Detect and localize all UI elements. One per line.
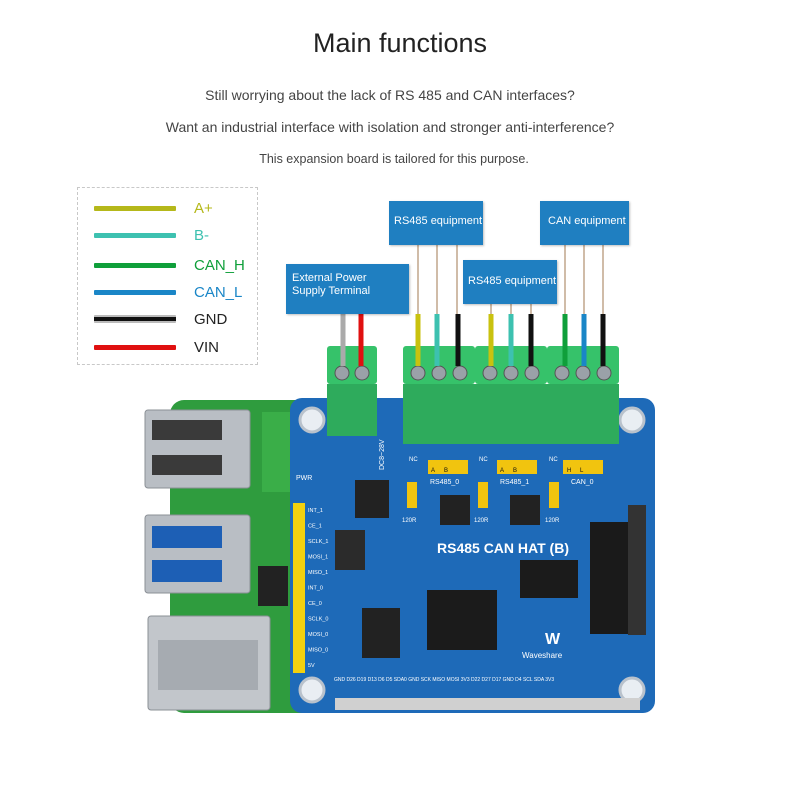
pin-row-top: GND D26 D19 D13 D6 D5 SDA0 GND SCK MISO …: [334, 677, 554, 683]
left-header-label: MISO_1: [308, 570, 328, 576]
intro-line-1: Still worrying about the lack of RS 485 …: [205, 87, 575, 103]
mount-hole-tl: [298, 406, 326, 434]
legend-swatch-b-minus: [94, 233, 176, 238]
ffc-connector: [628, 505, 646, 635]
ab-letter-5: L: [580, 468, 584, 474]
legend-row-gnd: GND: [78, 309, 259, 331]
port-label-rs485-1: RS485_1: [500, 479, 529, 486]
left-header-label: 5V: [308, 663, 315, 669]
legend-row-can-h: CAN_H: [78, 255, 259, 277]
legend-swatch-can-l: [94, 290, 176, 295]
bottom-gpio-header: [335, 698, 640, 710]
legend-swatch-vin: [94, 345, 176, 350]
callout-rs485-a-text: RS485 equipment: [394, 215, 483, 227]
left-header-label: MISO_0: [308, 648, 328, 654]
board-name: RS485 CAN HAT (B): [437, 540, 569, 556]
ethernet-port: [147, 615, 271, 711]
chip-4: [362, 608, 400, 658]
chip-1: [355, 480, 389, 518]
inductor: [335, 530, 365, 570]
intro-line-2: Want an industrial interface with isolat…: [165, 119, 615, 135]
power-terminal-block: [327, 346, 377, 436]
left-header-label: CE_1: [308, 524, 322, 530]
board-pwr-label: PWR: [296, 475, 312, 482]
ab-letter-0: A: [431, 468, 435, 474]
callout-can-text: CAN equipment: [548, 215, 626, 227]
left-header-labels: INT_1CE_1SCLK_1MOSI_1MISO_1INT_0CE_0SCLK…: [308, 508, 329, 669]
legend-label-vin: VIN: [194, 339, 220, 356]
left-header-label: INT_0: [308, 586, 323, 592]
page-title: Main functions: [312, 28, 488, 58]
left-pin-header: [293, 503, 305, 673]
port-label-can-0: CAN_0: [571, 479, 594, 486]
left-header-label: INT_1: [308, 508, 323, 514]
left-header-label: SCLK_1: [308, 539, 329, 545]
left-header-label: CE_0: [308, 601, 322, 607]
pin-row-bottom: D21 D20 D16 GND D12 GND SCL0 CE1 CE0 D25…: [334, 718, 547, 724]
termination-2: 120R: [545, 518, 560, 524]
callout-can: CAN equipment: [540, 201, 629, 245]
intro-line-3: This expansion board is tailored for thi…: [259, 152, 529, 166]
legend-label-can-h: CAN_H: [194, 257, 245, 274]
chip-big-right: [590, 522, 630, 634]
callout-rs485-b-text: RS485 equipment: [468, 275, 557, 287]
mount-hole-bl: [298, 676, 326, 704]
usb-port-top: [144, 409, 251, 489]
port-label-rs485-0: RS485_0: [430, 479, 459, 486]
legend-label-can-l: CAN_L: [194, 284, 243, 301]
mount-hole-tr: [618, 406, 646, 434]
chip-2: [440, 495, 470, 525]
callout-external-power-text: External Power Supply Terminal: [292, 272, 371, 297]
legend-row-vin: VIN: [78, 337, 259, 359]
legend-swatch-a-plus: [94, 206, 176, 211]
ab-letter-2: A: [500, 468, 504, 474]
jumper-nc-1: NC: [479, 457, 488, 463]
termination-0: 120R: [402, 518, 417, 524]
ab-letter-1: B: [444, 468, 448, 474]
ab-letter-3: B: [513, 468, 517, 474]
legend-row-b-minus: B-: [78, 225, 259, 247]
callout-rs485-a: RS485 equipment: [389, 201, 483, 245]
legend-swatch-gnd: [94, 315, 176, 323]
wire-color-legend: A+ B- CAN_H CAN_L GND VIN: [77, 187, 258, 365]
usb-port-blue: [144, 514, 251, 594]
legend-label-a-plus: A+: [194, 200, 213, 217]
ab-letter-4: H: [567, 468, 571, 474]
callout-rs485-b: RS485 equipment: [463, 260, 557, 304]
left-header-label: MOSI_1: [308, 555, 328, 561]
callout-external-power: External Power Supply Terminal: [286, 264, 409, 314]
legend-row-can-l: CAN_L: [78, 282, 259, 304]
legend-label-b-minus: B-: [194, 227, 209, 244]
legend-row-a-plus: A+: [78, 198, 259, 220]
chip-can-controller: [520, 560, 578, 598]
chip-3: [510, 495, 540, 525]
waveshare-logo-icon: W: [545, 631, 561, 648]
left-header-label: SCLK_0: [308, 617, 329, 623]
termination-1: 120R: [474, 518, 489, 524]
pi-component: [258, 566, 288, 606]
left-header-label: MOSI_0: [308, 632, 328, 638]
board-brand: Waveshare: [522, 651, 563, 660]
jumper-nc-0: NC: [409, 457, 418, 463]
chip-isolator: [427, 590, 497, 650]
board-voltage: DC8~28V: [379, 439, 386, 470]
legend-swatch-can-h: [94, 263, 176, 268]
legend-label-gnd: GND: [194, 311, 228, 328]
jumper-nc-2: NC: [549, 457, 558, 463]
